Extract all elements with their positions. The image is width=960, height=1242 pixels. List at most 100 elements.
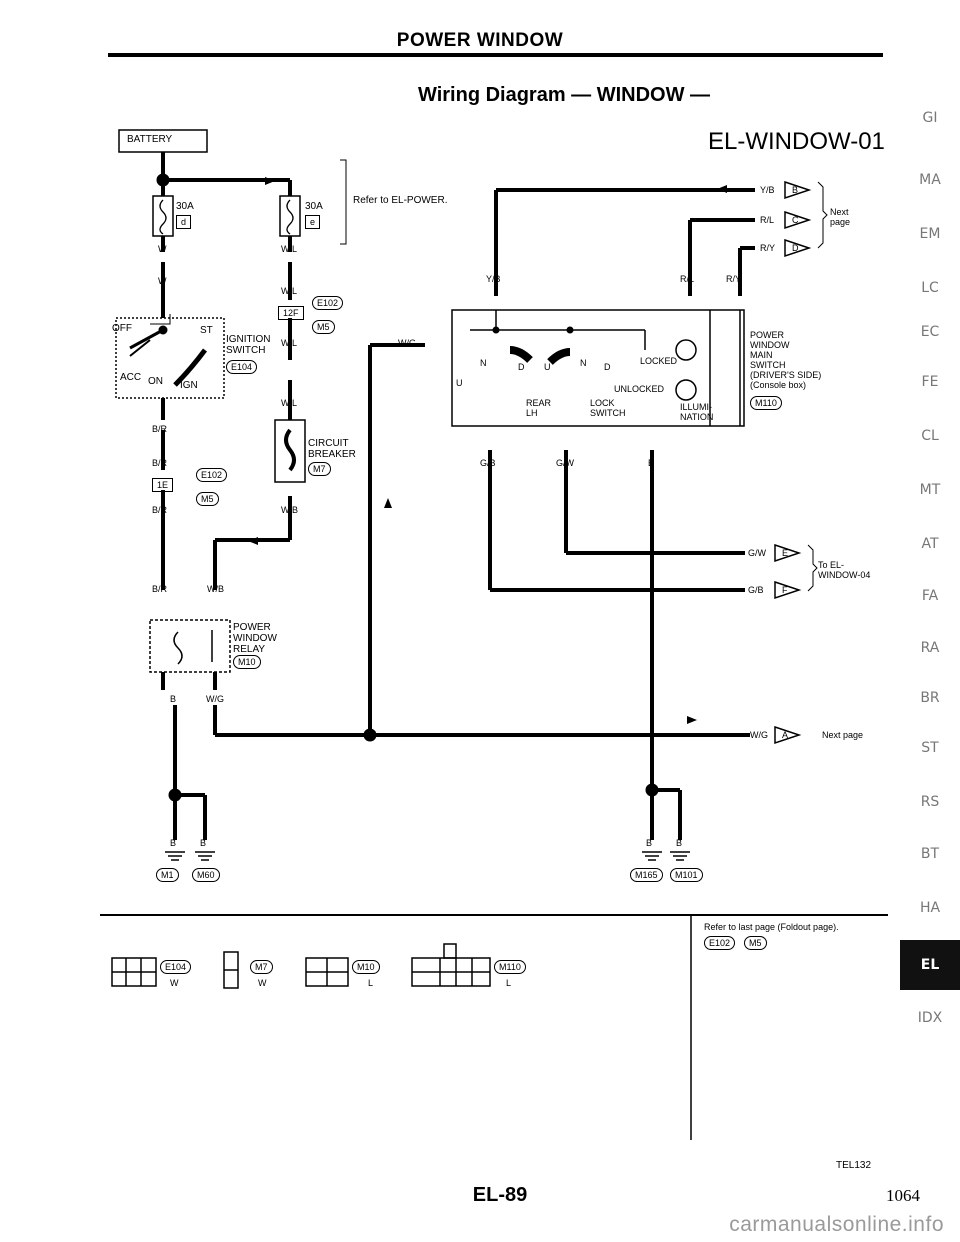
side-tab-fe[interactable]: FE bbox=[921, 374, 939, 390]
switch-d-1: D bbox=[518, 362, 525, 372]
connector-view-e104: E104 bbox=[160, 960, 192, 974]
next-page-label: Next page bbox=[830, 207, 851, 227]
power-window-relay-label: POWER WINDOW RELAY bbox=[233, 622, 277, 655]
offpage-c-wire: R/L bbox=[760, 215, 775, 225]
watermark: carmanualsonline.info bbox=[729, 1213, 944, 1236]
side-tab-ra[interactable]: RA bbox=[920, 640, 940, 656]
wire-wb-2: W/B bbox=[207, 584, 224, 594]
wire-br-4: B/R bbox=[152, 584, 168, 594]
wire-br-3: B/R bbox=[152, 505, 168, 515]
offpage-a-id: A bbox=[782, 730, 789, 740]
offpage-f-id: F bbox=[782, 585, 788, 595]
ignition-acc: ACC bbox=[120, 372, 142, 383]
side-tab-mt[interactable]: MT bbox=[919, 482, 941, 498]
connector-e102: E102 bbox=[312, 296, 344, 310]
wire-wg-2: W/G bbox=[398, 338, 416, 348]
fuse-d-rating: 30A bbox=[176, 201, 194, 212]
side-tab-ha[interactable]: HA bbox=[919, 900, 941, 916]
connector-12f: 12F bbox=[278, 306, 304, 320]
wire-wl-3: W/L bbox=[281, 338, 298, 348]
rear-lh-label: REAR LH bbox=[526, 398, 552, 418]
connector-m110: M110 bbox=[750, 396, 782, 410]
circuit-breaker-label: CIRCUIT BREAKER bbox=[308, 438, 356, 460]
connector-view-m10-color: L bbox=[368, 978, 374, 988]
side-tab-fa[interactable]: FA bbox=[921, 588, 939, 604]
offpage-b-id: B bbox=[792, 185, 799, 195]
foldout-conn-1: E102 bbox=[704, 936, 736, 950]
offpage-a-wire: W/G bbox=[750, 730, 768, 740]
side-tab-lc[interactable]: LC bbox=[921, 280, 939, 296]
fuse-e-id: e bbox=[305, 215, 321, 229]
ground-b-3: B bbox=[646, 838, 653, 848]
page-title: POWER WINDOW bbox=[396, 30, 564, 51]
offpage-d-wire: R/Y bbox=[760, 243, 776, 253]
lock-switch-label: LOCK SWITCH bbox=[590, 398, 626, 418]
connector-view-m7: M7 bbox=[250, 960, 273, 974]
wire-w-2: W bbox=[158, 276, 167, 286]
connector-m1: M1 bbox=[156, 868, 179, 882]
ignition-ign: IGN bbox=[180, 380, 198, 391]
connector-view-m7-color: W bbox=[258, 978, 267, 988]
wire-br-1: B/R bbox=[152, 424, 168, 434]
wire-wl-2: W/L bbox=[281, 286, 298, 296]
fuse-d-id: d bbox=[176, 215, 192, 229]
ignition-off: OFF bbox=[112, 323, 132, 334]
wire-w-1: W bbox=[158, 244, 167, 254]
switch-d-2: D bbox=[604, 362, 611, 372]
switch-u-2: U bbox=[544, 362, 551, 372]
wire-wl-1: W/L bbox=[281, 244, 298, 254]
connector-view-m10: M10 bbox=[352, 960, 380, 974]
switch-n-1: N bbox=[480, 358, 487, 368]
side-tab-cl[interactable]: CL bbox=[921, 428, 939, 444]
diagram-code: EL-WINDOW-01 bbox=[708, 128, 885, 155]
side-tab-br[interactable]: BR bbox=[920, 690, 940, 706]
ground-b-2: B bbox=[200, 838, 207, 848]
title-rule bbox=[108, 53, 883, 57]
illumination-label: ILLUMI- NATION bbox=[680, 402, 714, 422]
side-tab-ma[interactable]: MA bbox=[919, 172, 941, 188]
connector-m10: M10 bbox=[233, 655, 261, 669]
connector-m101: M101 bbox=[670, 868, 703, 882]
unlocked-label: UNLOCKED bbox=[614, 384, 665, 394]
connector-view-m110-color: L bbox=[506, 978, 512, 988]
refer-power-text: Refer to EL-POWER. bbox=[353, 195, 448, 206]
connector-m165: M165 bbox=[630, 868, 663, 882]
tel-code: TEL132 bbox=[836, 1160, 872, 1171]
wire-gw: G/W bbox=[556, 458, 574, 468]
foldout-conn-2: M5 bbox=[744, 936, 767, 950]
ignition-on: ON bbox=[148, 376, 163, 387]
side-tab-at[interactable]: AT bbox=[921, 536, 939, 552]
ground-b-1: B bbox=[170, 838, 177, 848]
side-tab-el[interactable]: EL bbox=[900, 940, 960, 990]
connector-m5: M5 bbox=[312, 320, 335, 334]
connector-view-m110: M110 bbox=[494, 960, 526, 974]
battery-label: BATTERY bbox=[127, 134, 173, 145]
connector-view-e104-color: W bbox=[170, 978, 179, 988]
side-tab-bt[interactable]: BT bbox=[920, 846, 940, 862]
connector-e104: E104 bbox=[226, 360, 258, 374]
offpage-c-id: C bbox=[792, 215, 799, 225]
connector-m5-b: M5 bbox=[196, 492, 219, 506]
wire-gb: G/B bbox=[480, 458, 496, 468]
offpage-d-id: D bbox=[792, 243, 799, 253]
connector-1e: 1E bbox=[152, 478, 174, 492]
offpage-e-wire: G/W bbox=[748, 548, 766, 558]
switch-u-1: U bbox=[456, 378, 463, 388]
locked-label: LOCKED bbox=[640, 356, 678, 366]
wire-wg-1: W/G bbox=[206, 694, 224, 704]
wire-wl-4: W/L bbox=[281, 398, 298, 408]
side-tab-gi[interactable]: GI bbox=[922, 110, 938, 126]
diagram-subtitle: Wiring Diagram — WINDOW — bbox=[418, 84, 711, 106]
side-tab-idx[interactable]: IDX bbox=[917, 1010, 943, 1026]
side-tab-em[interactable]: EM bbox=[919, 226, 941, 242]
to-window-04-label: To EL- WINDOW-04 bbox=[818, 560, 871, 580]
side-tab-ec[interactable]: EC bbox=[920, 324, 940, 340]
connector-m60: M60 bbox=[192, 868, 220, 882]
fuse-e-rating: 30A bbox=[305, 201, 323, 212]
side-tab-st[interactable]: ST bbox=[921, 740, 939, 756]
side-tab-rs[interactable]: RS bbox=[920, 794, 940, 810]
connector-m7: M7 bbox=[308, 462, 331, 476]
offpage-b-wire: Y/B bbox=[760, 185, 775, 195]
